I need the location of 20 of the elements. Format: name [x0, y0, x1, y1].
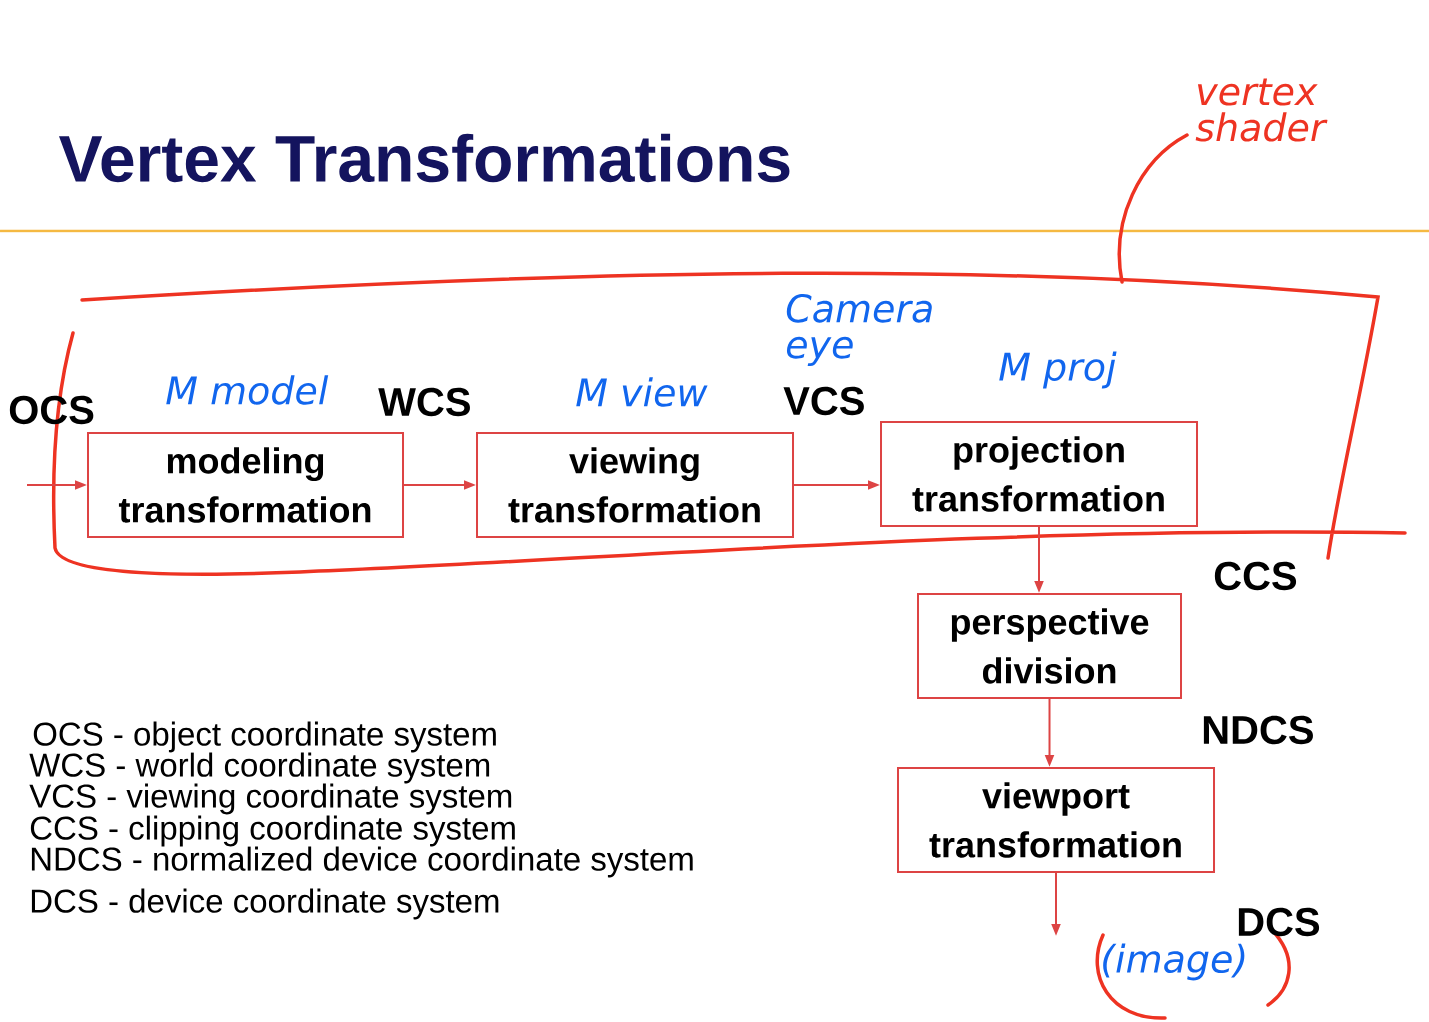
handwritten-note: Camera eye [786, 293, 932, 367]
process-box: viewport transformation [897, 767, 1215, 873]
label: VCS - viewing coordinate system [29, 783, 512, 815]
label: NDCS [1203, 715, 1313, 745]
label: WCS [378, 387, 470, 417]
process-box: modeling transformation [87, 432, 404, 538]
process-box: perspective division [917, 593, 1182, 699]
label: DCS - device coordinate system [31, 888, 499, 920]
label: DCS [1238, 907, 1320, 937]
label: CCS - clipping coordinate system [30, 815, 515, 847]
handwritten-note: (image) [1103, 943, 1245, 981]
label: OCS - object coordinate system [33, 721, 496, 753]
process-box: projection transformation [880, 421, 1198, 527]
process-box: viewing transformation [476, 432, 794, 538]
label: VCS [783, 386, 864, 416]
label: WCS - world coordinate system [29, 752, 490, 784]
label: NDCS - normalized device coordinate system [31, 846, 693, 878]
label: CCS [1214, 561, 1297, 591]
title: Vertex Transformations [59, 133, 790, 183]
handwritten-note: vertex shader [1195, 78, 1328, 142]
